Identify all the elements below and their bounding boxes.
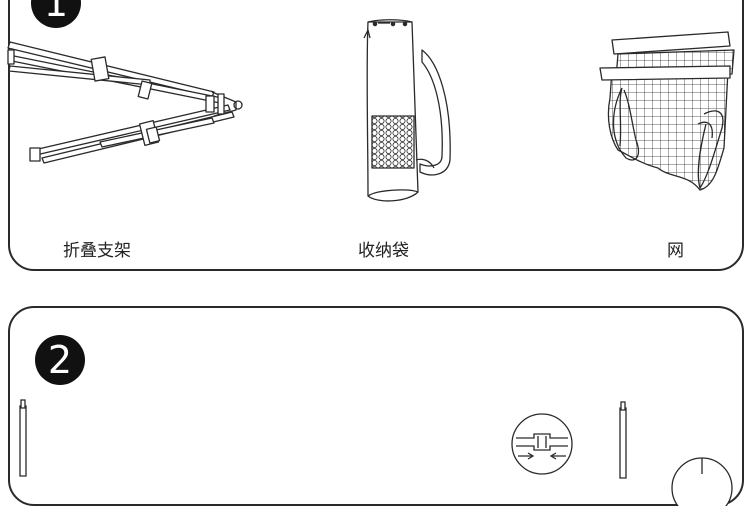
step-2-badge: 2	[35, 335, 85, 385]
net-icon	[596, 28, 746, 198]
detail-circle-icon	[666, 454, 736, 506]
storage-bag-icon	[350, 10, 460, 220]
storage-bag-label: 收纳袋	[358, 241, 409, 261]
folding-frame-label: 折叠支架	[63, 241, 131, 261]
folding-frame-icon	[0, 30, 260, 170]
step-1-badge: 1	[31, 0, 81, 28]
connector-detail-icon	[506, 406, 586, 476]
left-pole-icon	[14, 398, 34, 468]
net-label: 网	[667, 241, 684, 261]
right-pole-icon	[614, 398, 634, 468]
